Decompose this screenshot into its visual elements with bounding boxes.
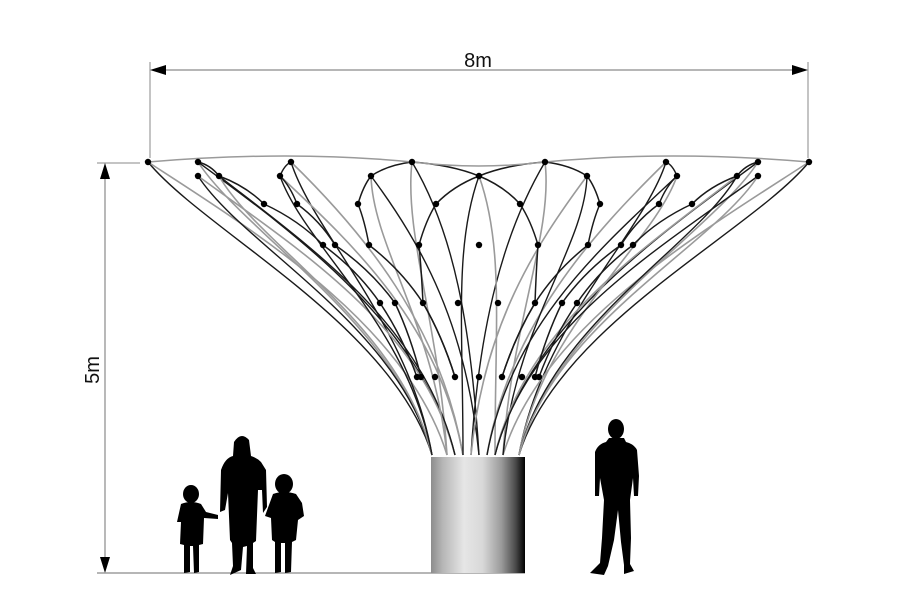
canopy-nodes [144,158,813,381]
canopy-strut [290,161,433,456]
canopy-strut [486,175,678,456]
child-left-silhouette [177,485,218,573]
arrow-left-icon [150,65,166,75]
canopy-node [367,172,375,180]
canopy-node [194,158,202,166]
width-label: 8m [464,50,492,72]
canopy-node [617,241,625,249]
canopy-node [194,172,202,180]
canopy-node [805,158,813,166]
canopy-strut [502,161,810,456]
canopy-rib [411,161,539,378]
canopy-node [415,241,423,249]
canopy-node [583,172,591,180]
canopy-node [516,200,524,208]
canopy-strut [279,175,433,456]
canopy-node [431,373,439,381]
arrow-right-icon [792,65,808,75]
canopy-node [293,200,301,208]
canopy-node [417,373,425,381]
canopy-strut [147,161,433,456]
canopy-strut [370,175,480,456]
canopy-node [276,172,284,180]
canopy-node [260,200,268,208]
canopy-node [662,158,670,166]
child-right-silhouette [265,474,304,573]
canopy-node [573,299,581,307]
canopy-node [408,158,416,166]
canopy-node [451,373,459,381]
canopy-node [454,299,462,307]
width-dimension: 8m [149,50,809,158]
canopy-strut [147,161,448,456]
canopy-node [144,158,152,166]
canopy-strut [518,161,759,456]
canopy-node [319,241,327,249]
canopy-strut [518,175,759,456]
canopy-node [535,373,543,381]
scale-figures [177,419,639,575]
canopy-node [376,299,384,307]
canopy-node [655,200,663,208]
canopy-struts [147,155,810,456]
canopy-node [354,200,362,208]
canopy-node [531,299,539,307]
canopy-node [596,200,604,208]
canopy-node [534,241,542,249]
canopy-node [331,241,339,249]
arrow-down-icon [100,557,110,573]
canopy-node [365,241,373,249]
canopy-strut [218,175,456,456]
canopy-node [754,172,762,180]
canopy-node [733,172,741,180]
canopy-rib [418,161,546,378]
canopy-strut [518,161,667,456]
height-label: 5m [82,356,104,384]
canopy-strut [197,175,433,456]
canopy-node [558,299,566,307]
pillar-base [431,457,525,573]
canopy-node [419,299,427,307]
adult-man-silhouette [590,419,639,575]
canopy-node [541,158,549,166]
canopy-node [688,200,696,208]
canopy-strut [494,175,738,456]
canopy-node [475,241,483,249]
canopy-strut [197,175,456,456]
canopy-node [391,299,399,307]
canopy-node [754,158,762,166]
canopy-node [518,373,526,381]
canopy-strut [470,175,588,456]
canopy-node [494,299,502,307]
canopy-strut [518,175,738,456]
canopy-strut [494,175,759,456]
arrow-up-icon [100,163,110,179]
canopy-strut [279,175,464,456]
canopy-node [673,172,681,180]
canopy-strut [218,175,433,456]
canopy-strut [409,161,448,456]
canopy-node [498,373,506,381]
canopy-node [287,158,295,166]
canopy-strut [518,161,810,456]
canopy-strut [460,175,480,456]
canopy-node [215,172,223,180]
canopy-strut [478,175,498,456]
canopy-rib [534,161,678,378]
canopy-strut [290,161,464,456]
canopy-strut [486,161,667,456]
adult-woman-silhouette [220,435,267,575]
canopy-node [475,172,483,180]
height-dimension: 5m [82,162,140,573]
canopy-node [584,241,592,249]
canopy-node [629,241,637,249]
canopy-node [475,373,483,381]
canopy-strut [370,175,448,456]
canopy-strut [518,175,678,456]
canopy-node [432,200,440,208]
canopy-rim [147,155,810,167]
canopy-strut [502,161,547,456]
